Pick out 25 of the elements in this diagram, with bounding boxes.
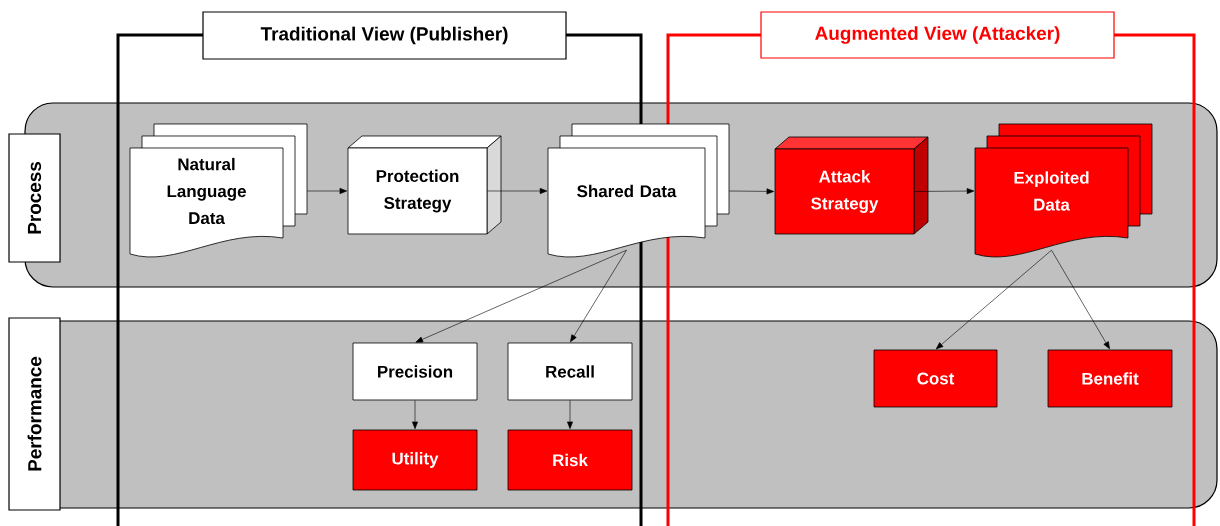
lane-label: Process [8,133,61,263]
arrow [415,249,627,343]
metric-box: Precision [352,342,478,401]
view-title: Traditional View (Publisher) [202,11,567,60]
metric-box: Utility [352,429,478,491]
document-stack: Exploited Data [974,123,1153,258]
arrow [728,188,775,195]
arrow [914,188,975,194]
metric-box: Cost [873,349,998,408]
arrow [935,249,1052,350]
arrow [567,400,573,430]
metric-box: Risk [507,429,633,491]
process-cube: Attack Strategy [774,136,929,235]
arrow [1051,249,1110,350]
metric-box: Benefit [1047,349,1173,408]
metric-box: Recall [507,342,633,401]
document-stack: Natural Language Data [129,123,308,258]
arrow [487,188,548,194]
arrow [412,400,418,430]
arrow [306,188,348,194]
lane-label: Performance [8,317,61,511]
arrow [570,249,627,343]
view-title: Augmented View (Attacker) [760,11,1115,59]
process-cube: Protection Strategy [347,135,502,235]
document-stack: Shared Data [547,123,730,258]
